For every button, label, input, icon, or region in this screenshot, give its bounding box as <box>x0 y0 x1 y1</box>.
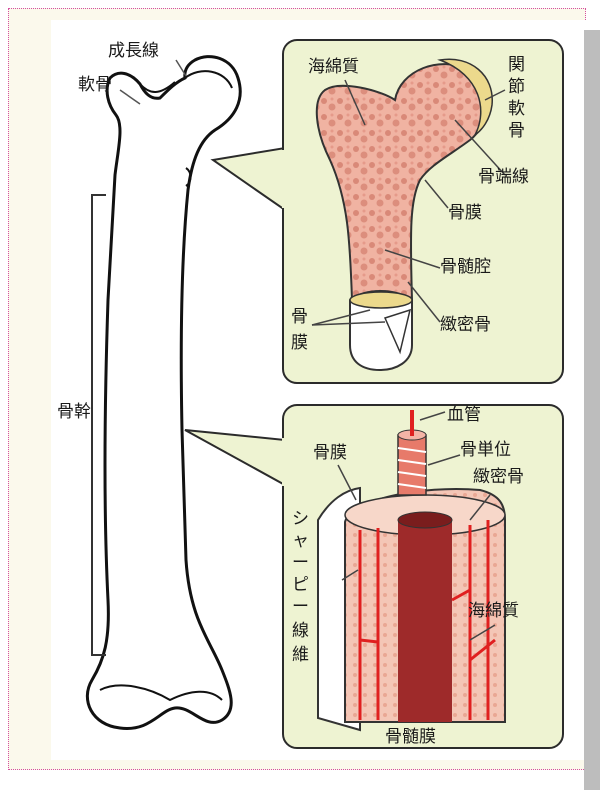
label-marrow-cavity: 骨髄腔 <box>440 257 491 277</box>
label-articular-2: 節 <box>508 77 525 97</box>
label-sharpey-5: ー <box>292 597 309 617</box>
label-sharpey-4: ピ <box>292 575 309 595</box>
label-shaft: 骨幹 <box>57 401 91 422</box>
label-sharpey-6: 線 <box>292 621 309 641</box>
label-articular-3: 軟 <box>508 99 525 119</box>
label-sharpey-7: 維 <box>292 645 309 665</box>
label-sharpey-3: ー <box>292 553 309 573</box>
label-compact-bottom: 緻密骨 <box>473 467 524 487</box>
label-growth-line: 成長線 <box>108 41 159 61</box>
growth-line-pointer <box>176 60 186 76</box>
label-sharpey-1: シ <box>292 509 309 529</box>
femur-outline <box>87 57 240 729</box>
femur-illustration <box>87 57 240 729</box>
callout-top-pointer <box>213 148 285 210</box>
label-compact-top: 緻密骨 <box>440 315 491 335</box>
callout-bottom-pointer <box>185 430 285 485</box>
label-sharpey-2: ャ <box>292 531 309 551</box>
label-epiphyseal: 骨端線 <box>478 167 529 187</box>
label-blood-vessel: 血管 <box>447 405 481 425</box>
label-articular-1: 関 <box>508 55 525 75</box>
label-cartilage: 軟骨 <box>78 75 112 95</box>
label-periosteum-top: 骨膜 <box>448 203 482 223</box>
marrow-core <box>398 520 452 722</box>
cut-top-ring <box>350 292 412 308</box>
label-spongy-top: 海綿質 <box>308 57 359 77</box>
marrow-top <box>398 512 452 528</box>
label-periosteum-left-1: 骨 <box>291 307 308 327</box>
label-spongy-bottom: 海綿質 <box>468 601 519 621</box>
label-articular-4: 骨 <box>508 121 525 141</box>
label-endosteum: 骨髄膜 <box>385 727 436 747</box>
label-periosteum-bottom: 骨膜 <box>313 443 347 463</box>
label-periosteum-left-2: 膜 <box>291 333 308 353</box>
label-osteon: 骨単位 <box>460 440 511 460</box>
